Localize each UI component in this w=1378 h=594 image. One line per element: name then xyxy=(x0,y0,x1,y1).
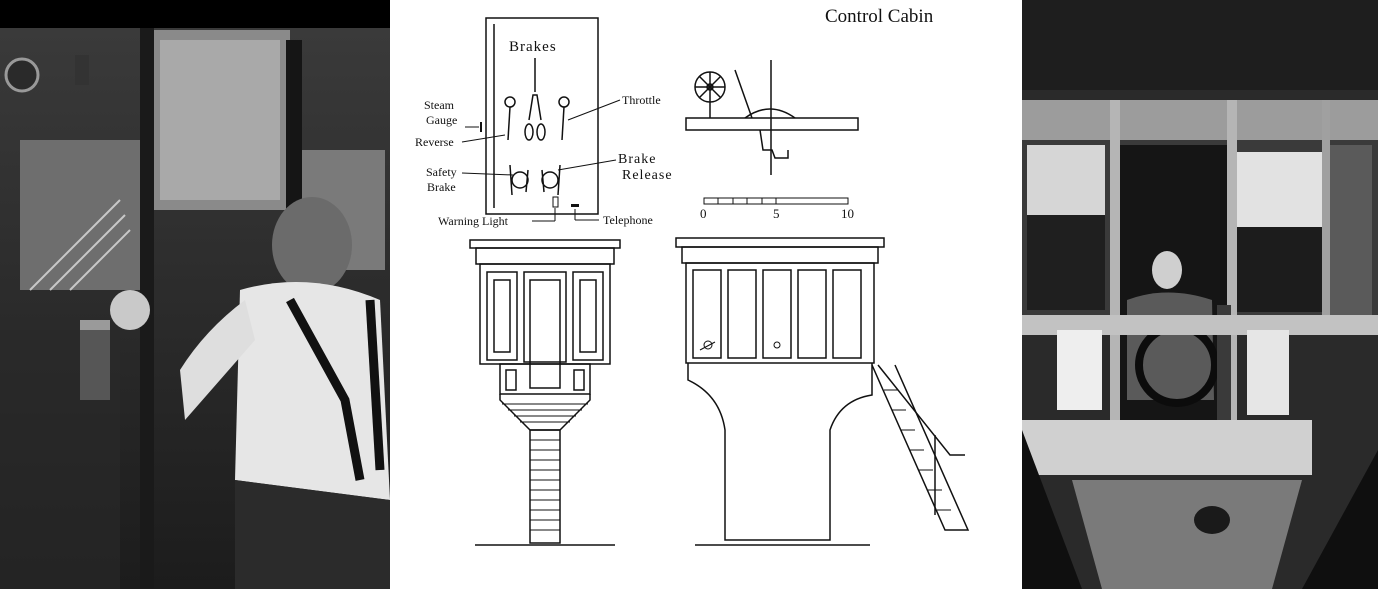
brake-handles xyxy=(524,58,546,141)
label-reverse: Reverse xyxy=(415,135,454,149)
scale-tick-10: 10 xyxy=(841,206,854,221)
cabin-side-elevation xyxy=(675,237,970,546)
scale-tick-5: 5 xyxy=(773,206,780,221)
label-brake-release-1: Brake xyxy=(618,152,656,167)
panel-labels: Steam Gauge Reverse Safety Brake Throttl… xyxy=(415,93,673,228)
photo-operator-at-controls xyxy=(0,0,390,589)
diagram-drawing: Control Cabin Brakes xyxy=(415,6,970,546)
cabin-front-elevation xyxy=(469,239,621,546)
throttle-lever xyxy=(558,96,570,141)
label-safety-brake-1: Safety xyxy=(426,165,457,179)
cabin-side-details xyxy=(699,340,951,511)
wheel-lever-detail xyxy=(685,60,859,175)
reverse-lever xyxy=(504,96,516,141)
label-throttle: Throttle xyxy=(622,93,661,107)
label-telephone: Telephone xyxy=(603,213,653,227)
warning-light xyxy=(552,196,559,208)
cabin-photo-image xyxy=(1022,0,1378,589)
leader-lines xyxy=(461,99,621,222)
control-panel xyxy=(485,17,599,215)
label-warning-light: Warning Light xyxy=(438,214,509,228)
brake-release-valve xyxy=(541,164,561,196)
photo-operator-in-cabin xyxy=(1022,0,1378,589)
label-safety-brake-2: Brake xyxy=(427,180,456,194)
safety-brake-valve xyxy=(509,164,529,196)
scale-tick-0: 0 xyxy=(700,206,707,221)
label-steam-gauge-2: Gauge xyxy=(426,113,457,127)
operator-photo-image xyxy=(0,0,390,589)
diagram-title: Control Cabin xyxy=(825,6,934,27)
control-cabin-diagram: Control Cabin Brakes xyxy=(390,0,1022,589)
scale-bar: 0 5 10 xyxy=(700,197,854,221)
brakes-heading: Brakes xyxy=(509,39,557,55)
cabin-front-hatching xyxy=(502,403,588,531)
label-steam-gauge-1: Steam xyxy=(424,98,455,112)
telephone xyxy=(571,204,579,207)
label-brake-release-2: Release xyxy=(622,168,673,183)
